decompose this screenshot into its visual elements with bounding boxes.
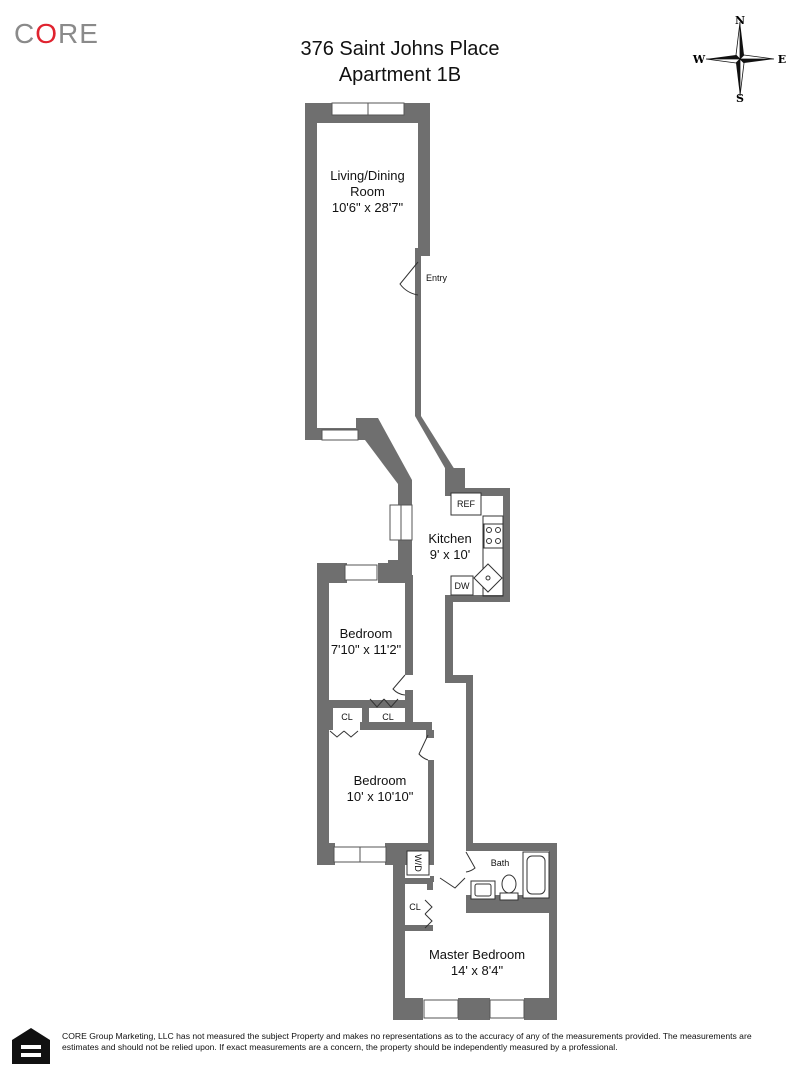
bedroom2-label: Bedroom 10' x 10'10" [334,773,426,805]
compass-s: S [736,92,744,104]
bedroom2-name: Bedroom [353,773,407,788]
core-logo: CORE [14,18,99,50]
page-title: 376 Saint Johns Place Apartment 1B [0,36,800,88]
bedroom2-dims: 10' x 10'10" [346,789,414,804]
living-room-dims: 10'6" x 28'7" [331,200,404,215]
bedroom1-label: Bedroom 7'10" x 11'2" [322,626,410,658]
kitchen-fixtures [450,492,504,597]
compass-e: E [778,53,786,66]
logo-suffix: RE [58,18,99,49]
bath-fixtures [406,850,550,901]
wd-box [406,850,430,876]
bath-label: Bath [490,858,510,868]
compass-rose-icon: N S W E [692,14,786,104]
entry-label: Entry [426,273,448,283]
closet3-label: CL [409,902,421,912]
compass-n: N [735,14,745,27]
dw-label: DW [454,581,470,591]
master-bedroom-dims: 14' x 8'4" [450,963,504,978]
living-room-label: Living/Dining Room 10'6" x 28'7" [317,168,418,216]
closet2-label: CL [382,712,394,722]
logo-accent: O [35,18,59,49]
master-bedroom-label: Master Bedroom 14' x 8'4" [405,947,549,979]
logo-prefix: C [14,18,36,49]
kitchen-label: Kitchen 9' x 10' [418,531,482,563]
kitchen-dims: 9' x 10' [429,547,471,562]
doors [329,261,476,929]
bedroom1-dims: 7'10" x 11'2" [330,642,402,657]
address-line: 376 Saint Johns Place [300,38,500,60]
equal-housing-icon [12,1028,50,1064]
bedroom1-name: Bedroom [339,626,393,641]
ref-label: REF [457,499,475,509]
wd-label: W/D [413,854,423,872]
master-bedroom-name: Master Bedroom [428,947,526,962]
unit-line: Apartment 1B [338,64,462,86]
living-room-name-1: Living/Dining [330,168,405,183]
windows [321,102,525,1019]
dw-box [450,575,474,596]
closet1-label: CL [341,712,353,722]
disclaimer-text: CORE Group Marketing, LLC has not measur… [62,1031,752,1052]
compass-w: W [692,53,706,66]
living-room-name-2: Room [350,184,385,199]
toilet-icon [501,874,517,894]
ref-box [450,492,482,516]
kitchen-name: Kitchen [428,531,472,546]
stove-icon [483,523,504,549]
